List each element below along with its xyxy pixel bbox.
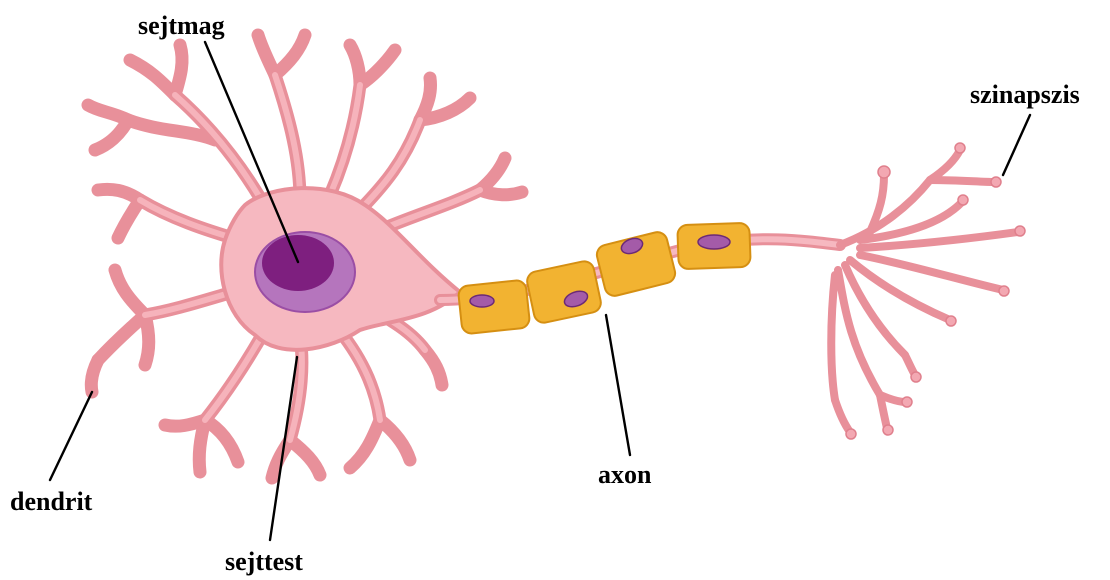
label-axon: axon bbox=[598, 460, 652, 489]
leader-synapse bbox=[1003, 115, 1030, 175]
myelin-segment bbox=[677, 223, 750, 269]
label-cell-body: sejttest bbox=[225, 547, 303, 576]
leader-dendrite bbox=[50, 392, 92, 480]
label-nucleus: sejtmag bbox=[138, 11, 225, 40]
label-synapse: szinapszis bbox=[970, 80, 1080, 109]
myelin-segment bbox=[458, 280, 531, 335]
myelin-sheath bbox=[458, 223, 751, 335]
axon-terminals bbox=[831, 143, 1025, 439]
leader-axon bbox=[606, 315, 630, 455]
myelin-segment bbox=[595, 230, 677, 298]
myelin-segment bbox=[525, 259, 602, 324]
label-dendrite: dendrit bbox=[10, 487, 93, 516]
